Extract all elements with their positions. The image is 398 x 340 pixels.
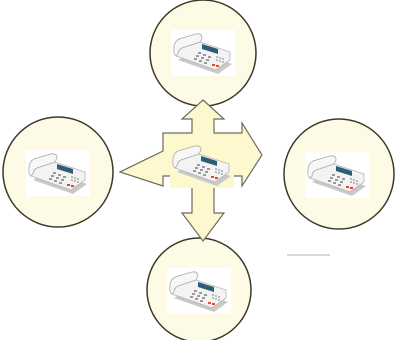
left-node — [3, 117, 113, 227]
top-node — [150, 0, 256, 106]
bottom-node — [147, 238, 251, 340]
right-node — [284, 119, 394, 229]
center-node — [170, 142, 234, 188]
